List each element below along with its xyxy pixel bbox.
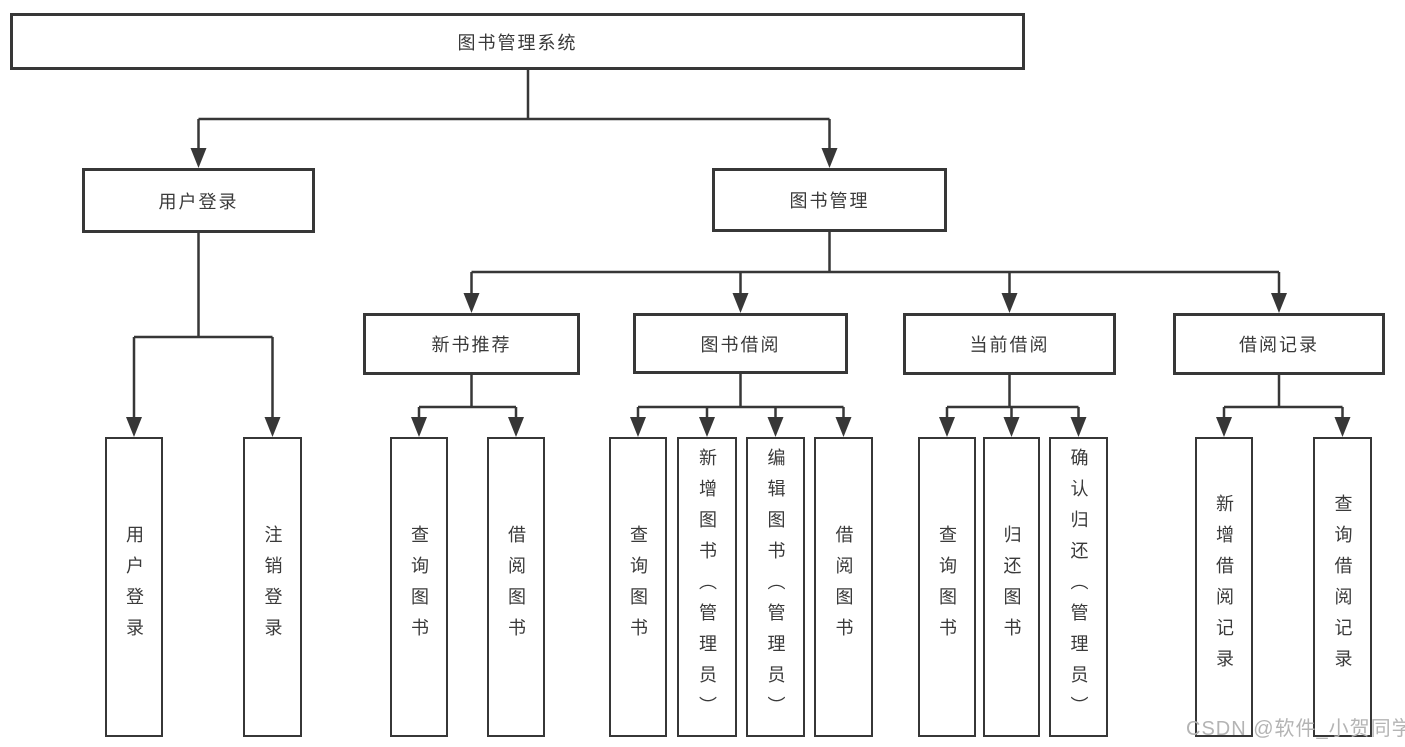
node-user-login: 用户登录 — [82, 168, 315, 233]
node-new-book-recommend-label: 新书推荐 — [431, 335, 512, 355]
leaf-borrow-query-books: 查询图书 — [609, 437, 667, 737]
leaf-records-query-record: 查询借阅记录 — [1313, 437, 1372, 737]
csdn-watermark: CSDN @软件_小贺同学 — [1186, 718, 1405, 740]
node-current-borrow: 当前借阅 — [903, 313, 1116, 375]
node-current-borrow-label: 当前借阅 — [969, 335, 1050, 355]
leaf-records-add-record: 新增借阅记录 — [1195, 437, 1253, 737]
node-borrow-records-label: 借阅记录 — [1239, 335, 1319, 355]
leaf-user-login: 用户登录 — [105, 437, 163, 737]
leaf-current-return-books-label: 归还图书 — [1001, 525, 1022, 649]
leaf-borrow-edit-books-admin: 编辑图书（管理员） — [746, 437, 805, 737]
leaf-newbook-borrow-books-label: 借阅图书 — [506, 525, 526, 649]
leaf-records-query-record-label: 查询借阅记录 — [1332, 494, 1353, 680]
leaf-logout-label: 注销登录 — [262, 525, 283, 649]
leaf-borrow-query-books-label: 查询图书 — [628, 525, 648, 649]
leaf-borrow-edit-books-admin-label: 编辑图书（管理员） — [765, 447, 786, 727]
leaf-borrow-borrow-books: 借阅图书 — [814, 437, 873, 737]
node-new-book-recommend: 新书推荐 — [363, 313, 580, 375]
leaf-borrow-borrow-books-label: 借阅图书 — [833, 525, 854, 649]
leaf-current-confirm-return-admin: 确认归还（管理员） — [1049, 437, 1108, 737]
leaf-newbook-query-books: 查询图书 — [390, 437, 448, 737]
leaf-current-query-books: 查询图书 — [918, 437, 976, 737]
leaf-current-query-books-label: 查询图书 — [937, 525, 957, 649]
leaf-logout: 注销登录 — [243, 437, 302, 737]
node-book-management: 图书管理 — [712, 168, 947, 232]
leaf-user-login-label: 用户登录 — [124, 525, 144, 649]
node-library-system-label: 图书管理系统 — [457, 32, 578, 53]
node-book-borrow: 图书借阅 — [633, 313, 848, 374]
leaf-newbook-borrow-books: 借阅图书 — [487, 437, 545, 737]
node-book-borrow-label: 图书借阅 — [700, 334, 781, 355]
leaf-newbook-query-books-label: 查询图书 — [409, 525, 429, 649]
node-borrow-records: 借阅记录 — [1173, 313, 1385, 375]
node-user-login-label: 用户登录 — [158, 191, 239, 212]
leaf-borrow-add-books-admin: 新增图书（管理员） — [677, 437, 737, 737]
node-library-system: 图书管理系统 — [10, 13, 1025, 70]
leaf-borrow-add-books-admin-label: 新增图书（管理员） — [697, 447, 717, 727]
leaf-records-add-record-label: 新增借阅记录 — [1214, 494, 1234, 680]
leaf-current-return-books: 归还图书 — [983, 437, 1040, 737]
leaf-current-confirm-return-admin-label: 确认归还（管理员） — [1068, 447, 1089, 727]
node-book-management-label: 图书管理 — [789, 191, 870, 211]
